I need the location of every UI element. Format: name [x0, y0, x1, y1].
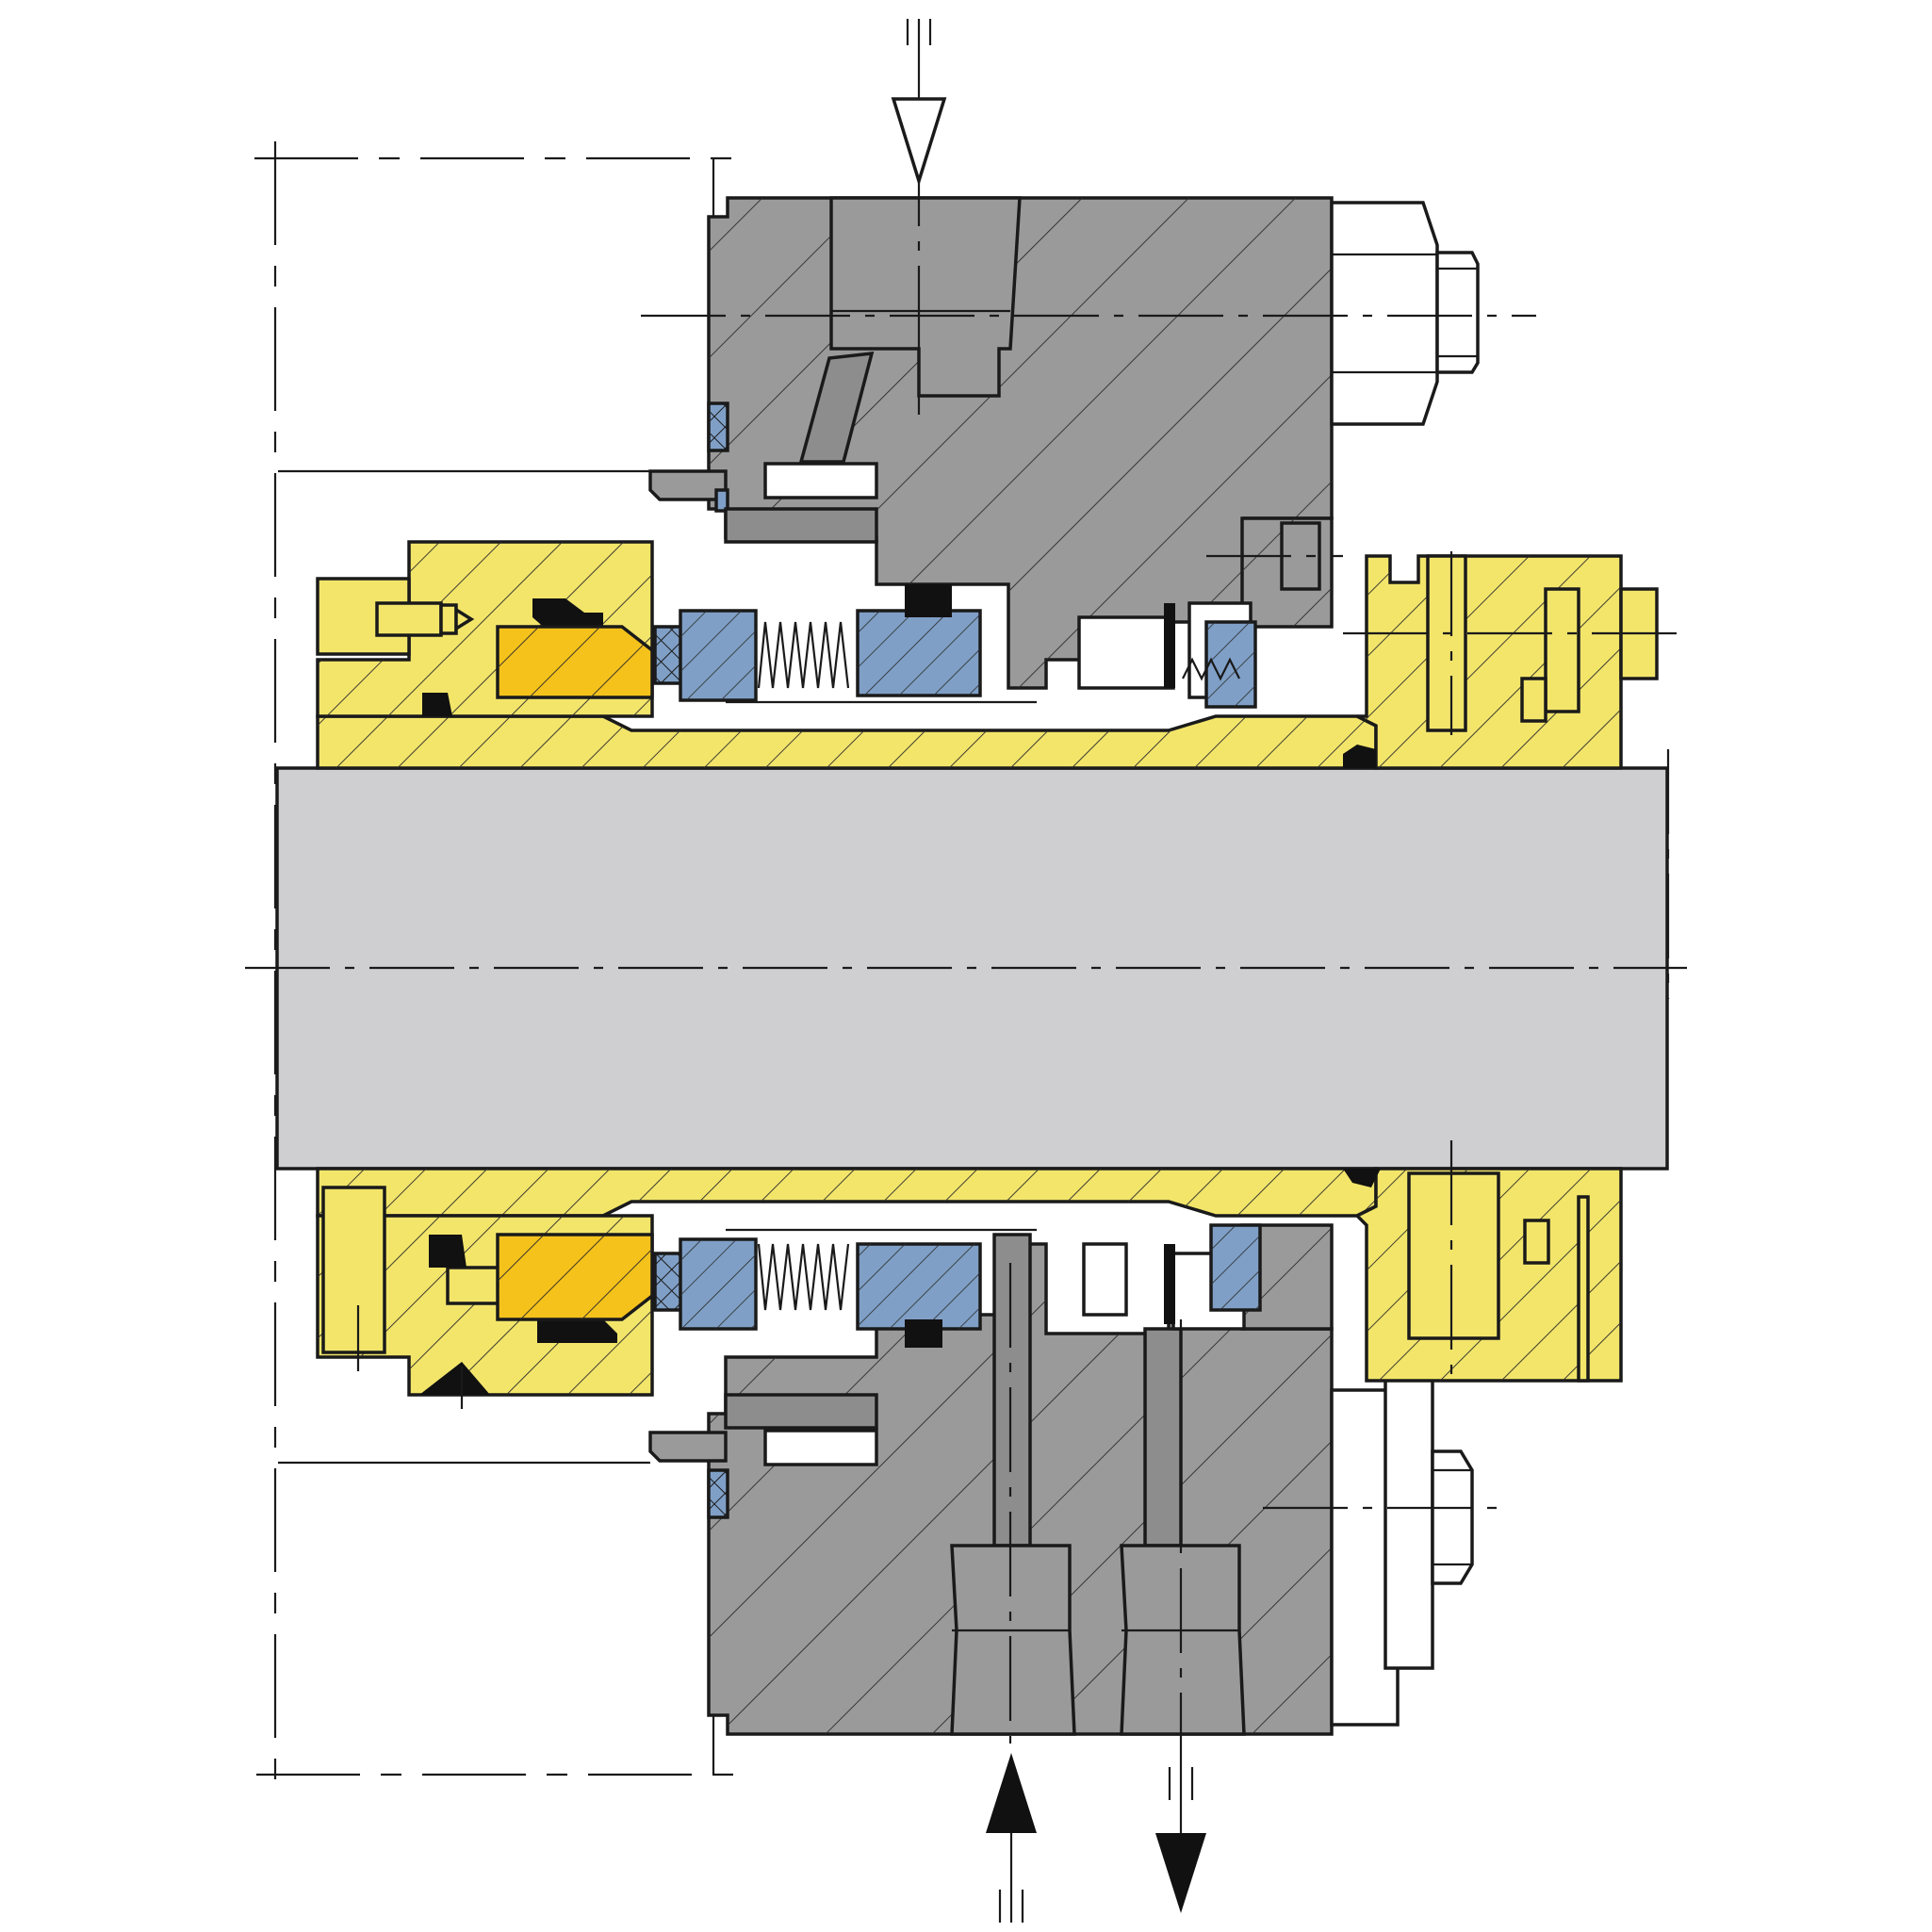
bottom-stationary-seal — [653, 1223, 1262, 1348]
top-rotary-ring — [496, 625, 654, 699]
arrow-down-hollow-icon — [891, 19, 947, 187]
top-housing — [648, 196, 1334, 699]
hex-bolt-icon — [1330, 201, 1480, 426]
spring-icon — [757, 1243, 850, 1311]
top-right-collar — [1343, 554, 1659, 770]
arrow-down-filled-icon — [1155, 1744, 1206, 1913]
bottom-rotary-ring — [496, 1233, 654, 1321]
bottom-housing — [648, 1223, 1334, 1736]
top-stationary-seal — [653, 584, 1257, 709]
arrow-up-filled-icon — [986, 1753, 1037, 1923]
dimension-lines — [254, 141, 735, 1795]
bottom-right-collar — [1343, 1167, 1623, 1383]
center-lines — [245, 141, 1687, 1744]
hex-bolt-icon — [1330, 1351, 1474, 1727]
top-sleeve — [316, 714, 1378, 770]
spring-icon — [757, 621, 1240, 689]
bottom-sleeve — [316, 1167, 1378, 1218]
